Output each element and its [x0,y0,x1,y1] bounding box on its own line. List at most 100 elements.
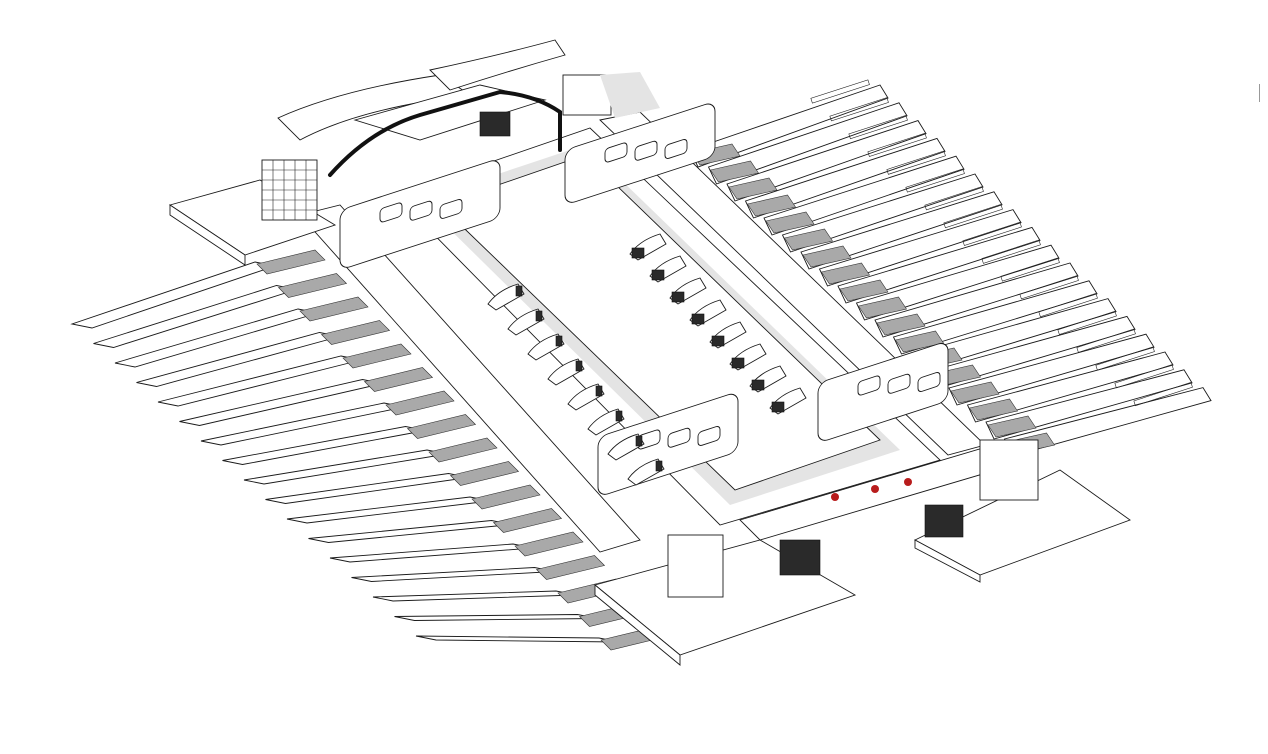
skylight-opening [604,142,628,163]
right-platform-block [728,177,778,200]
left-platform-block [342,343,412,369]
west-tower-grid [262,160,317,220]
left-canopy-strip [286,496,491,524]
escalator-pod-west-core [615,410,623,422]
escalator-pod-west-core [515,285,523,297]
right-canopy-slot [1076,328,1136,353]
right-canopy-strip [800,191,1003,270]
right-canopy-slot [981,239,1041,264]
left-canopy-strip [329,543,534,563]
right-canopy-slot [1000,257,1060,282]
right-canopy-slot [905,168,965,193]
right-canopy-slot [1019,275,1079,300]
escalator-pod-west [527,333,565,361]
right-platform-block [858,296,907,319]
north-ramp-rail [328,89,562,177]
north-stair-block [479,111,511,137]
hall-inner-floor [439,154,881,491]
left-canopy-strip [179,379,383,426]
left-walkway [299,204,641,553]
skylight-modules [339,103,949,495]
scrollbar-edge-mark [1259,84,1266,102]
left-canopy-strip [394,614,598,621]
escalator-pod-west [587,408,625,436]
escalator-pod-east-core [651,269,665,281]
escalator-pod-east-core [631,247,645,259]
escalator-pod-west [487,283,525,311]
right-canopy-slot [848,115,908,140]
left-platform-block [535,555,606,580]
right-canopy-strip [837,226,1041,304]
escalator-pod-west [567,383,605,411]
red-lantern-2 [871,485,879,493]
right-canopy-strip [874,262,1079,338]
right-canopy-slot [924,186,984,211]
right-platform-block [950,381,1000,404]
right-canopy-strip [818,209,1022,287]
skylight-opening [887,373,911,394]
left-canopy-strip [157,355,362,407]
escalator-pod-east-core [771,401,785,413]
left-platform-block [363,367,434,392]
escalator-pod-east-core [731,357,745,369]
escalator-pod-west-core [595,385,603,397]
right-platform-block [876,313,926,336]
right-canopy-slot [943,204,1003,229]
right-canopy-strip [855,244,1060,321]
escalator-pod-west [547,358,585,386]
south-building-left-face [594,584,681,666]
escalator-pods [487,233,807,486]
north-tower-shadow [600,72,660,118]
skylight-opening [664,139,688,159]
right-canopy-slot [1114,364,1174,389]
left-platform-block [406,414,477,439]
right-platform-block [987,415,1037,438]
right-canopy-strip [781,173,984,253]
escalator-pod-west [607,433,645,461]
right-platform-block [821,262,870,285]
south-stair-right [924,504,964,538]
escalator-pod-west-core [575,360,583,372]
skylight-opening [857,375,881,396]
right-platform-block [765,211,815,234]
north-entrance-deck [353,84,547,141]
south-tower-right [979,439,1039,501]
south-tower-left [667,534,724,598]
right-platform-block [710,160,759,183]
main-concourse [299,111,986,553]
escalator-pod-west [507,308,545,336]
left-platform-block [492,508,563,533]
skylight-opening [409,200,433,221]
right-canopy-strip [948,333,1155,406]
left-platform-block [385,390,455,416]
right-platform-canopies [689,79,1212,457]
skylight-opening [667,427,691,448]
left-platform-block [449,461,520,486]
right-canopy-slot [867,132,927,157]
left-canopy-strip [372,590,577,602]
skylight-frame [817,343,949,441]
left-platform-block [428,437,498,463]
south-stair-left [779,539,821,576]
right-canopy-strip [707,102,908,185]
escalator-pod-east-core [671,291,685,303]
escalator-pod-west [627,458,665,486]
left-platform-block [320,320,391,345]
right-platform-block [895,330,944,353]
left-canopy-strip [308,520,512,543]
escalator-pod-west-core [655,460,663,472]
south-building-right-face [914,539,981,583]
south-entrance-complex [594,439,1131,666]
left-canopy-strip [351,567,555,582]
escalator-pod-west-core [535,310,543,322]
right-canopy-slot [886,150,946,175]
left-canopy-strip [415,635,620,643]
right-canopy-slot [1038,293,1098,318]
right-canopy-slot [829,97,889,122]
red-lantern-3 [904,478,912,486]
escalator-pod-east-core [711,335,725,347]
left-platform-block [471,484,541,510]
escalator-pod-west-core [555,335,563,347]
